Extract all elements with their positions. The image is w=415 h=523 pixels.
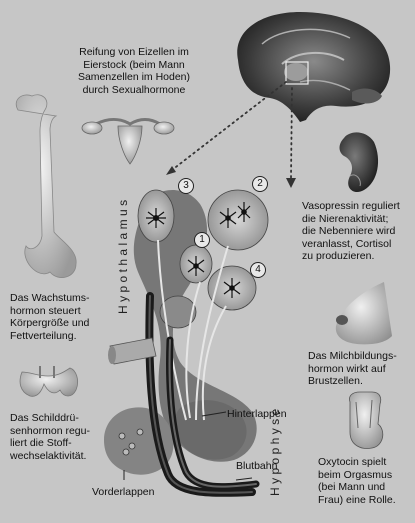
ovary-caption: Reifung von Eizellen im Eierstock (beim … (77, 46, 191, 96)
marker-1: 1 (194, 232, 210, 248)
hinterlappen-label: Hinterlappen (227, 408, 287, 420)
oxytocin-organ-icon (349, 391, 384, 449)
hypothalamus-label: Hypothalamus (116, 196, 130, 314)
pointer-arrows (171, 81, 293, 179)
ovary-icon (81, 118, 175, 165)
bone-caption: Das Wachstums- hormon steuert Körpergröß… (10, 292, 90, 342)
brain-icon (237, 12, 391, 122)
thyroid-icon (19, 366, 78, 397)
marker-2: 2 (252, 176, 268, 192)
kidney-caption: Vasopressin reguliert die Nierenaktivitä… (302, 200, 400, 262)
marker-4: 4 (250, 262, 266, 278)
oxytocin-caption: Oxytocin spielt beim Orgasmus (bei Mann … (318, 456, 396, 506)
pituitary-icon (104, 189, 269, 497)
blutbahn-label: Blutbahn (236, 460, 278, 472)
breast-caption: Das Milchbildungs- hormon wirkt auf Brus… (308, 350, 397, 387)
marker-3: 3 (178, 178, 194, 194)
breast-icon (335, 282, 392, 345)
thyroid-caption: Das Schilddrü- senhormon regu- liert die… (10, 412, 90, 462)
bone-icon (15, 94, 77, 278)
kidney-icon (339, 132, 379, 193)
vorderlappen-label: Vorderlappen (92, 486, 155, 498)
